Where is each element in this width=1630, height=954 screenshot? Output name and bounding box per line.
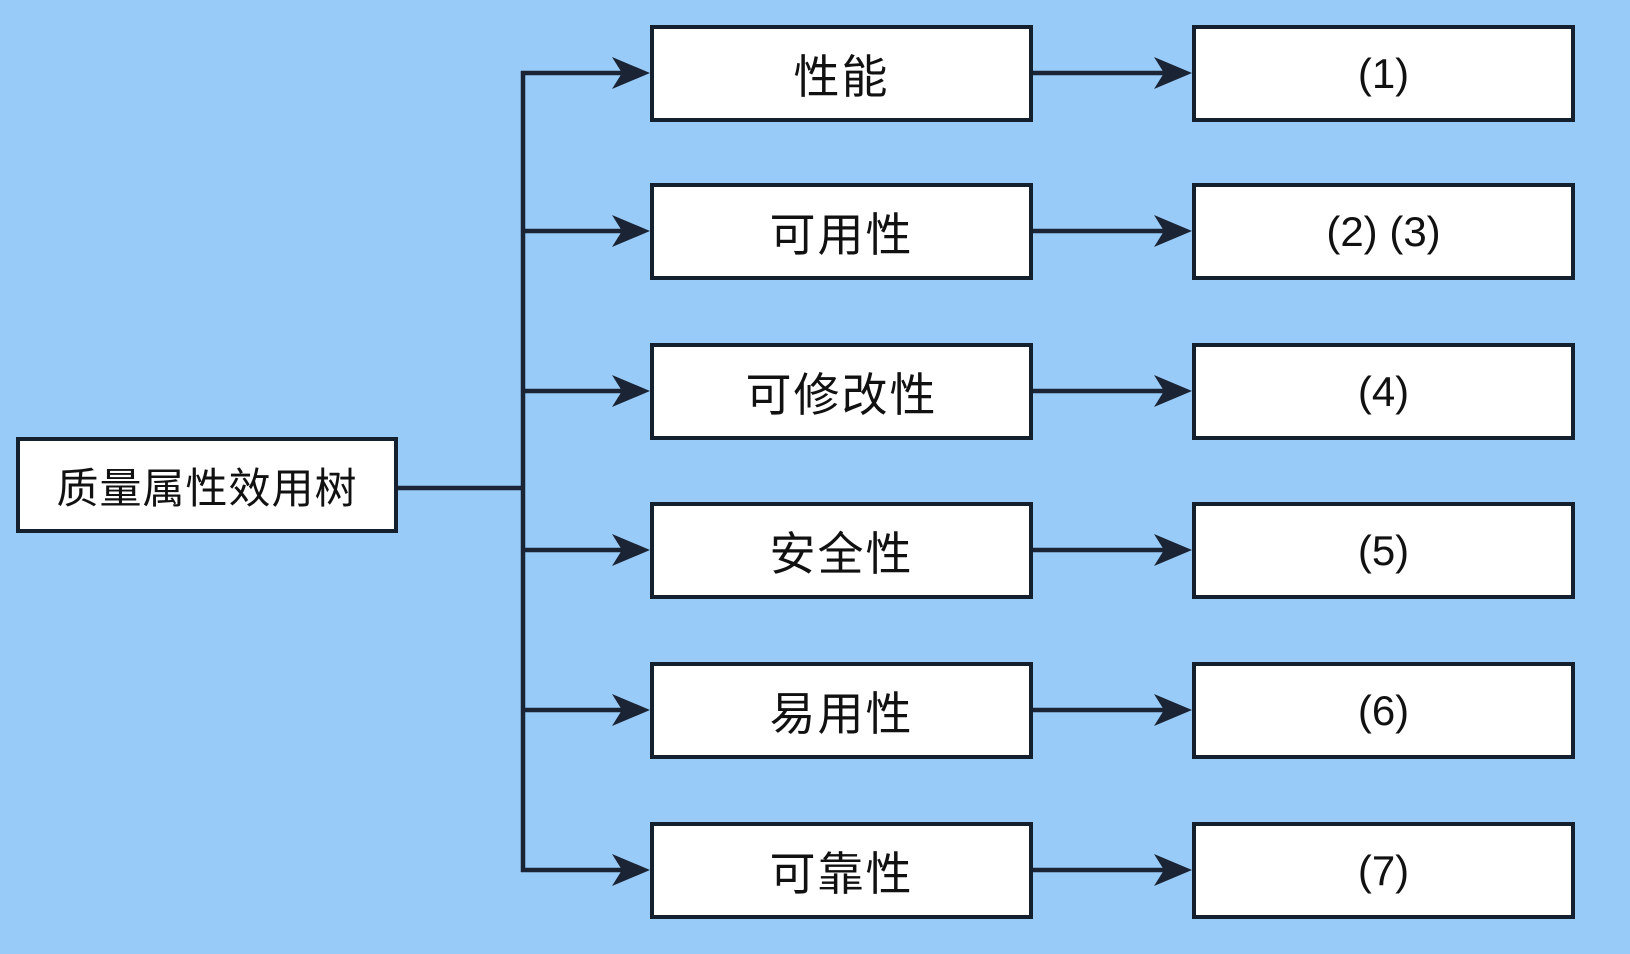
arrowhead-icon [1154,375,1192,407]
attribute-node-usability: 易用性 [650,662,1033,759]
attribute-node-reliability: 可靠性 [650,822,1033,919]
attribute-node-modifiability: 可修改性 [650,343,1033,440]
root-node-label: 质量属性效用树 [56,464,358,512]
ref-node-1: (1) [1192,25,1575,122]
ref-label: (2) (3) [1326,207,1441,255]
attribute-label: 安全性 [769,527,914,580]
attribute-label: 易用性 [769,687,914,740]
arrowhead-icon [612,534,650,566]
arrowhead-icon [1154,215,1192,247]
branch-arrow-4 [521,534,650,566]
ref-label: (7) [1357,846,1410,894]
arrowhead-icon [1154,854,1192,886]
attribute-label: 可靠性 [769,847,914,900]
branch-arrow-6 [521,854,650,886]
ref-arrow-5 [1031,694,1192,726]
arrowhead-icon [612,375,650,407]
attribute-label: 可修改性 [745,368,938,421]
arrowhead-icon [1154,57,1192,89]
ref-label: (1) [1357,49,1410,97]
ref-arrow-3 [1031,375,1192,407]
ref-arrow-4 [1031,534,1192,566]
root-node: 质量属性效用树 [16,437,398,533]
arrowhead-icon [612,854,650,886]
ref-node-6: (6) [1192,662,1575,759]
ref-arrow-6 [1031,854,1192,886]
attribute-label: 可用性 [769,208,914,261]
arrowhead-icon [612,694,650,726]
ref-node-5: (5) [1192,502,1575,599]
ref-label: (6) [1357,686,1410,734]
branch-arrow-2 [521,215,650,247]
arrowhead-icon [612,57,650,89]
ref-label: (5) [1357,526,1410,574]
ref-node-7: (7) [1192,822,1575,919]
branch-arrow-5 [521,694,650,726]
branch-arrow-3 [521,375,650,407]
attribute-label: 性能 [793,50,890,103]
arrowhead-icon [1154,694,1192,726]
arrowhead-icon [612,215,650,247]
ref-node-2-3: (2) (3) [1192,183,1575,280]
attribute-node-security: 安全性 [650,502,1033,599]
arrowhead-icon [1154,534,1192,566]
attribute-node-availability: 可用性 [650,183,1033,280]
ref-arrow-1 [1031,57,1192,89]
ref-label: (4) [1357,367,1410,415]
ref-arrow-2 [1031,215,1192,247]
branch-arrow-1 [521,57,650,89]
ref-node-4: (4) [1192,343,1575,440]
attribute-node-performance: 性能 [650,25,1033,122]
